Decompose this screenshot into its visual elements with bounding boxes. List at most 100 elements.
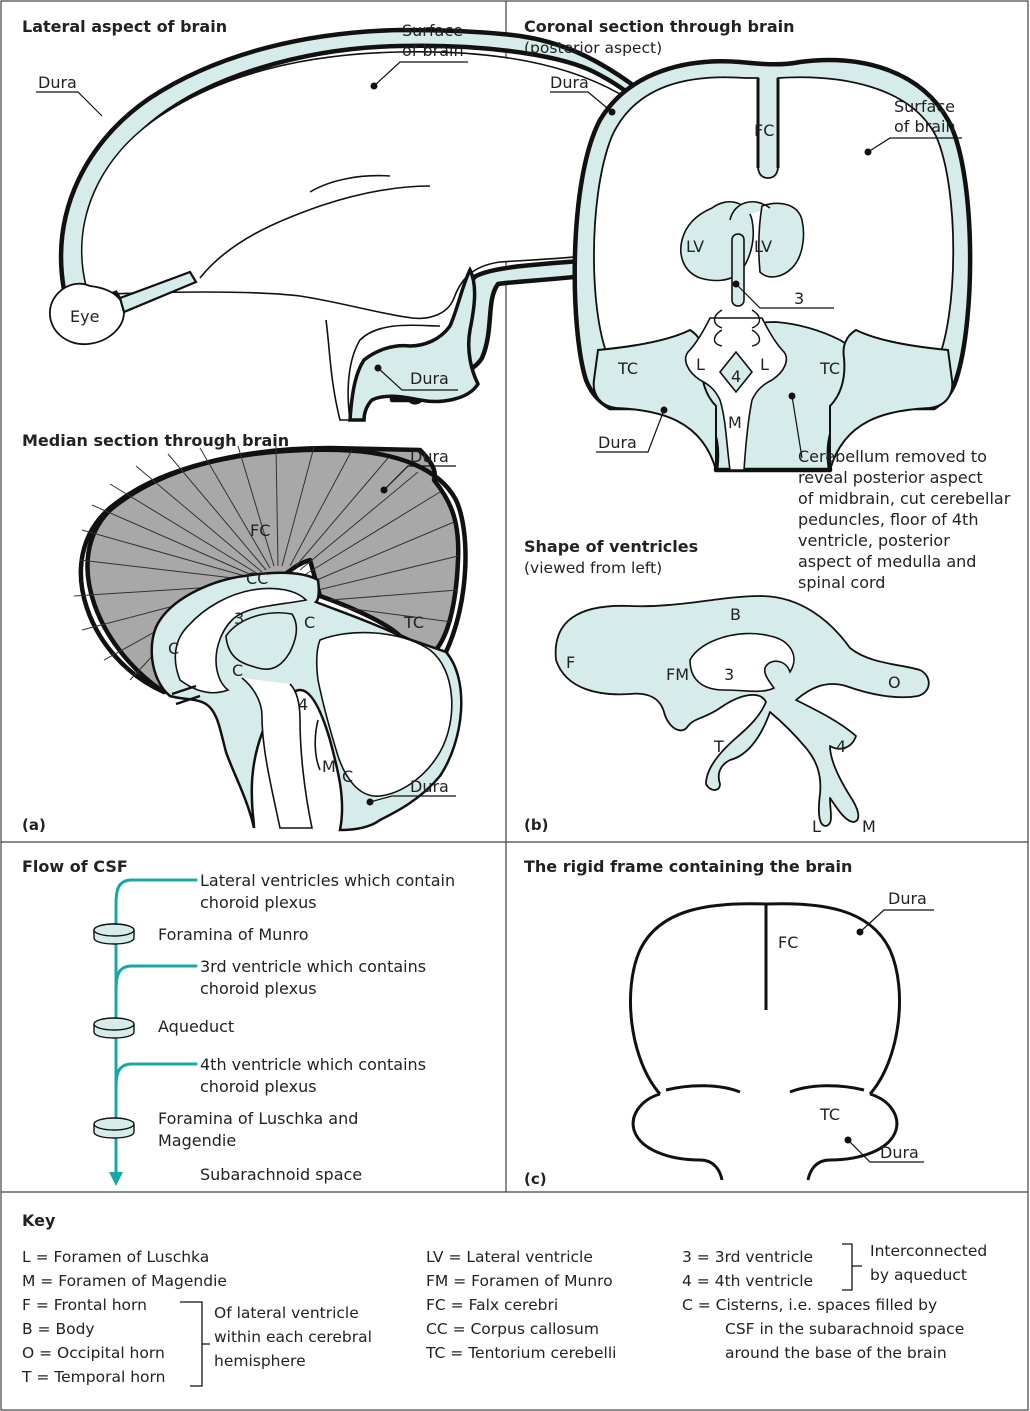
ventricles-title: Shape of ventricles bbox=[524, 537, 698, 556]
flow-branch-2 bbox=[116, 966, 196, 990]
median-c-low-label: C bbox=[232, 661, 243, 680]
lv-left-label: LV bbox=[686, 237, 704, 256]
coronal-fc-label: FC bbox=[754, 121, 774, 140]
key-group-line: by aqueduct bbox=[870, 1266, 967, 1284]
coronal-note-line-4: peduncles, floor of 4th bbox=[798, 510, 978, 529]
flow-step2-line1: 3rd ventricle which contains bbox=[200, 957, 426, 976]
vent-fm-label: FM bbox=[666, 665, 689, 684]
vent-m-label: M bbox=[862, 817, 876, 836]
coronal-m-label: M bbox=[728, 413, 742, 432]
coronal-title: Coronal section through brain bbox=[524, 17, 795, 36]
coronal-note-line-2: reveal posterior aspect bbox=[798, 468, 983, 487]
coronal-subtitle: (posterior aspect) bbox=[524, 39, 662, 57]
flow-foramen3-line2: Magendie bbox=[158, 1131, 236, 1150]
coronal-surface-label-1: Surface bbox=[894, 97, 955, 116]
key-item: M = Foramen of Magendie bbox=[22, 1272, 227, 1290]
coronal-three-label: 3 bbox=[794, 289, 804, 308]
surface-label-1: Surface bbox=[402, 21, 463, 40]
vent-f-label: F bbox=[566, 653, 575, 672]
flow-arrow-head bbox=[109, 1172, 123, 1186]
foramen-disc-3 bbox=[94, 1118, 134, 1138]
dura-top-leader bbox=[36, 92, 102, 116]
lateral-aspect-diagram: Lateral aspect of brain bbox=[22, 17, 227, 36]
median-c-mid-label: C bbox=[304, 613, 315, 632]
rigid-frame: The rigid frame containing the brain Dur… bbox=[524, 857, 934, 1188]
key-group-line: within each cerebral bbox=[214, 1328, 372, 1346]
ventricles-subtitle: (viewed from left) bbox=[524, 559, 662, 577]
vent-t-label: T bbox=[713, 737, 724, 756]
foramen-disc-2 bbox=[94, 1018, 134, 1038]
vent-b-label: B bbox=[730, 605, 741, 624]
vent-four-label: 4 bbox=[836, 737, 846, 756]
coronal-note-line-3: of midbrain, cut cerebellar bbox=[798, 489, 1011, 508]
coronal-note-line-6: aspect of medulla and bbox=[798, 552, 976, 571]
coronal-note: Cerebellum removed to reveal posterior a… bbox=[798, 447, 1011, 592]
coronal-note-line-5: ventricle, posterior bbox=[798, 531, 950, 550]
median-cc-label: CC bbox=[246, 569, 268, 588]
coronal-third-ventricle bbox=[732, 234, 744, 306]
key-col1-bracket bbox=[180, 1302, 210, 1386]
vent-l-label: L bbox=[812, 817, 821, 836]
vent-o-label: O bbox=[888, 673, 901, 692]
key-item: around the base of the brain bbox=[725, 1344, 947, 1362]
key-item: LV = Lateral ventricle bbox=[426, 1248, 593, 1266]
panel-c-label: (c) bbox=[524, 1170, 547, 1188]
key-item: T = Temporal horn bbox=[21, 1368, 165, 1386]
key-col3: 3 = 3rd ventricle 4 = 4th ventricle Inte… bbox=[682, 1242, 987, 1362]
frame-dura-top-label: Dura bbox=[888, 889, 927, 908]
key-col1: L = Foramen of Luschka M = Foramen of Ma… bbox=[21, 1248, 372, 1386]
frame-tc-label: TC bbox=[819, 1105, 840, 1124]
lateral-title: Lateral aspect of brain bbox=[22, 17, 227, 36]
flow-step1-line1: Lateral ventricles which contain bbox=[200, 871, 455, 890]
frame-title: The rigid frame containing the brain bbox=[524, 857, 852, 876]
median-dura-top-label: Dura bbox=[410, 447, 449, 466]
eye-label: Eye bbox=[70, 307, 99, 326]
panel-b-label: (b) bbox=[524, 816, 548, 834]
median-title: Median section through brain bbox=[22, 431, 289, 450]
vent-three-label: 3 bbox=[724, 665, 734, 684]
flow-foramen2: Aqueduct bbox=[158, 1017, 234, 1036]
surface-label-2: of brain bbox=[402, 41, 464, 60]
coronal-surface-label-2: of brain bbox=[894, 117, 956, 136]
flow-branch-3 bbox=[116, 1064, 196, 1088]
key-group-line: Interconnected bbox=[870, 1242, 987, 1260]
median-tc-label: TC bbox=[403, 613, 424, 632]
median-dura-bottom-label: Dura bbox=[410, 777, 449, 796]
key-item: O = Occipital horn bbox=[22, 1344, 165, 1362]
key-col3-bracket bbox=[842, 1244, 862, 1290]
lateral-ventricle-cast bbox=[556, 596, 929, 826]
key-group-line: Of lateral ventricle bbox=[214, 1304, 359, 1322]
median-three-label: 3 bbox=[234, 609, 244, 628]
median-fc-label: FC bbox=[250, 521, 270, 540]
median-section: Median section through brain bbox=[22, 431, 465, 834]
key-col2: LV = Lateral ventricle FM = Foramen of M… bbox=[425, 1248, 616, 1362]
coronal-l-left-label: L bbox=[696, 355, 705, 374]
foramen-disc-1 bbox=[94, 924, 134, 944]
coronal-four-label: 4 bbox=[731, 367, 741, 386]
key-item: B = Body bbox=[22, 1320, 95, 1338]
frame-dura-bottom-label: Dura bbox=[880, 1143, 919, 1162]
key-item: FM = Foramen of Munro bbox=[426, 1272, 613, 1290]
frame-tentorium-right bbox=[790, 1086, 897, 1180]
panel-a-label: (a) bbox=[22, 816, 46, 834]
fourth-ventricle-line bbox=[315, 720, 320, 770]
frame-dura-top-leader bbox=[860, 910, 934, 932]
key-item: CC = Corpus callosum bbox=[426, 1320, 599, 1338]
median-m-label: M bbox=[322, 757, 336, 776]
flow-step1-line2: choroid plexus bbox=[200, 893, 317, 912]
key-item: F = Frontal horn bbox=[22, 1296, 147, 1314]
tc-right-label: TC bbox=[819, 359, 840, 378]
key-group-line: hemisphere bbox=[214, 1352, 306, 1370]
dura-bottom-label: Dura bbox=[410, 369, 449, 388]
flow-step3-line2: choroid plexus bbox=[200, 1077, 317, 1096]
coronal-dura-top-label: Dura bbox=[550, 73, 589, 92]
frame-fc-label: FC bbox=[778, 933, 798, 952]
flow-title: Flow of CSF bbox=[22, 857, 128, 876]
coronal-note-line-7: spinal cord bbox=[798, 573, 885, 592]
key-title: Key bbox=[22, 1211, 56, 1230]
frame-tentorium-left bbox=[633, 1086, 740, 1180]
flow-step2-line2: choroid plexus bbox=[200, 979, 317, 998]
coronal-note-line-1: Cerebellum removed to bbox=[798, 447, 987, 466]
coronal-dura-bottom-label: Dura bbox=[598, 433, 637, 452]
